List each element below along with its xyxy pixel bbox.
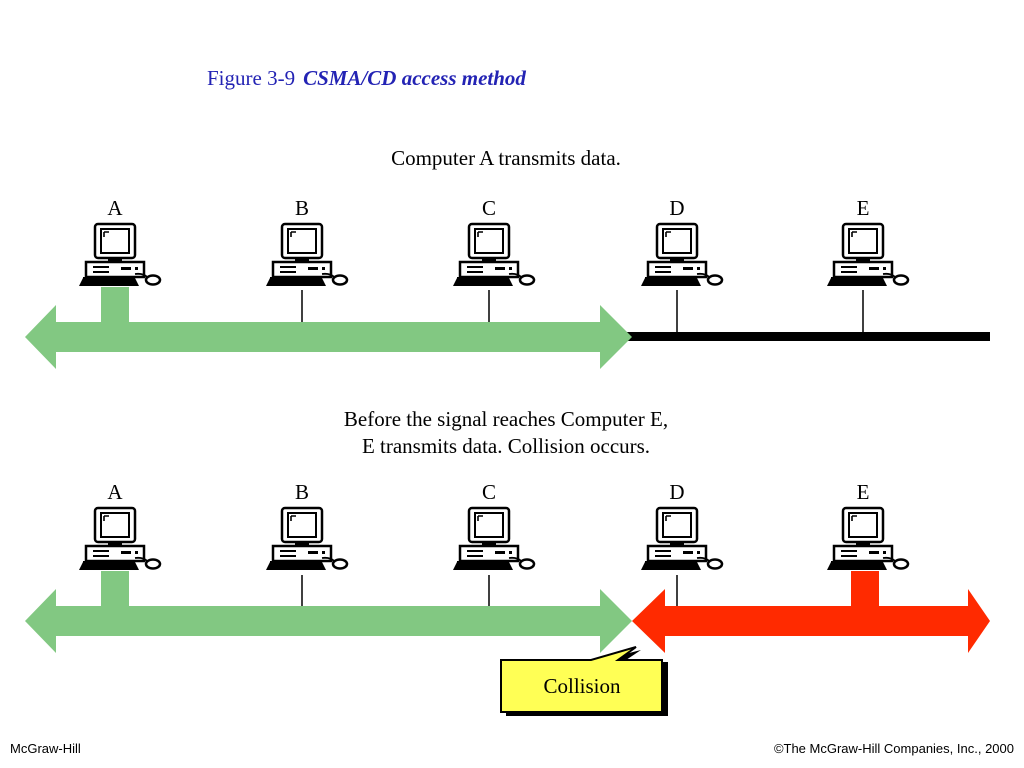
panel2-node-label-c: C [481,480,496,504]
panel2-computer-c-icon [451,506,536,572]
panel2-computer-d-icon [639,506,724,572]
panel2-network [25,506,990,653]
panel1-computer-b-icon [264,222,349,288]
panel1-node-label-b: B [294,196,309,220]
panel2-computer-e-icon [825,506,910,572]
panel2-node-label-b: B [294,480,309,504]
panel2-node-label-e: E [856,480,870,504]
panel2-caption-line2: E transmits data. Collision occurs. [361,434,651,458]
panel1-signal-a-drop [101,287,129,325]
panel2-node-label-a: A [107,480,123,504]
panel1-node-label-e: E [856,196,870,220]
collision-callout-bubble [500,646,663,713]
panel2-signal-a-drop [101,571,129,609]
panel1-computer-e-icon [825,222,910,288]
panel1-node-label-a: A [107,196,123,220]
footer-publisher: McGraw-Hill [10,741,81,756]
panel1-node-label-d: D [669,196,685,220]
figure-name: CSMA/CD access method [303,66,526,90]
panel2-signal-a-arrow [25,589,632,653]
panel2-caption: Before the signal reaches Computer E, E … [256,406,756,460]
panel2-computer-a-icon [77,506,162,572]
panel1-computer-d-icon [639,222,724,288]
panel2-caption-line1: Before the signal reaches Computer E, [343,407,669,431]
panel2-signal-e-drop [851,571,879,609]
panel1-caption: Computer A transmits data. [391,146,621,170]
panel2-node-label-d: D [669,480,685,504]
panel2-signal-e-arrow [632,589,990,653]
figure-title: Figure 3-9 CSMA/CD access method [207,66,526,91]
collision-callout [500,646,668,716]
panel2-computer-b-icon [264,506,349,572]
panel1-bus-cable [620,332,990,341]
panel1-computer-c-icon [451,222,536,288]
collision-label: Collision [543,674,621,698]
panel1-signal-a-arrow [25,305,632,369]
panel1-node-label-c: C [481,196,496,220]
figure-number: Figure 3-9 [207,66,296,90]
footer-copyright: ©The McGraw-Hill Companies, Inc., 2000 [773,741,1014,756]
panel1-computer-a-icon [77,222,162,288]
panel1-network [25,222,990,369]
